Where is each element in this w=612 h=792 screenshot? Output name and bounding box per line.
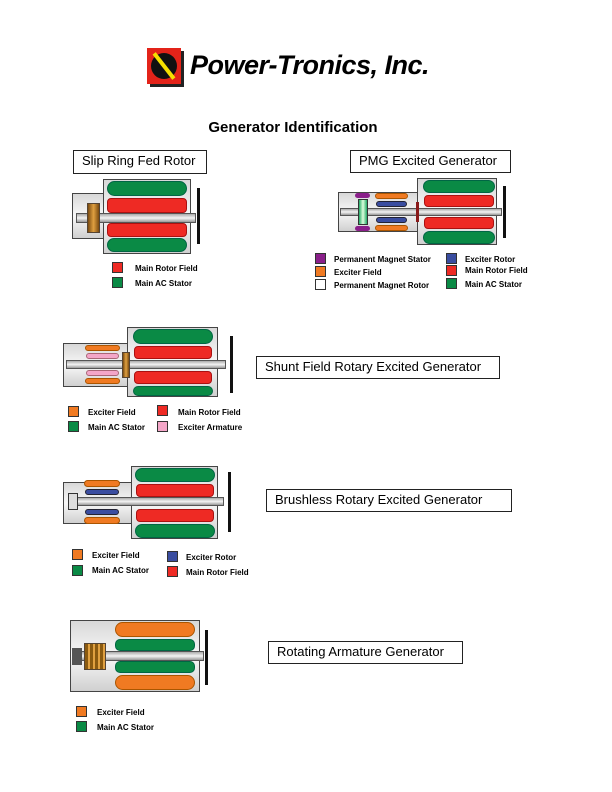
- legend-swatch: [315, 279, 326, 290]
- legend-swatch: [167, 551, 178, 562]
- legend-swatch: [72, 549, 83, 560]
- legend-label: Main Rotor Field: [135, 264, 198, 273]
- legend-swatch: [446, 253, 457, 264]
- legend-label: Main Rotor Field: [465, 266, 528, 275]
- legend-swatch: [446, 265, 457, 276]
- pmg-label: PMG Excited Generator: [350, 150, 511, 173]
- rotating-armature-label: Rotating Armature Generator: [268, 641, 463, 664]
- legend-label: Permanent Magnet Rotor: [334, 281, 430, 290]
- legend-swatch: [76, 706, 87, 717]
- legend-label: Main Rotor Field: [186, 568, 249, 577]
- legend-label: Main AC Stator: [135, 279, 193, 288]
- logo: Power-Tronics, Inc.: [147, 48, 447, 88]
- legend-label: Exciter Field: [88, 408, 136, 417]
- legend-label: Main AC Stator: [92, 566, 150, 575]
- legend-label: Exciter Field: [92, 551, 140, 560]
- legend-label: Permanent Magnet Stator: [334, 255, 431, 264]
- legend-label: Main Rotor Field: [178, 408, 241, 417]
- legend-swatch: [72, 565, 83, 576]
- legend-label: Main AC Stator: [97, 723, 155, 732]
- legend-swatch: [157, 421, 168, 432]
- legend-swatch: [76, 721, 87, 732]
- legend-swatch: [315, 253, 326, 264]
- page-title: Generator Identification: [208, 119, 378, 136]
- legend-label: Main AC Stator: [465, 280, 523, 289]
- logo-text: Power-Tronics, Inc.: [190, 50, 430, 80]
- legend-swatch: [157, 405, 168, 416]
- legend-label: Exciter Rotor: [186, 553, 237, 562]
- legend-label: Exciter Rotor: [465, 255, 516, 264]
- legend-label: Exciter Armature: [178, 423, 243, 432]
- legend-label: Exciter Field: [97, 708, 145, 717]
- shunt-label: Shunt Field Rotary Excited Generator: [256, 356, 500, 379]
- legend-swatch: [68, 406, 79, 417]
- legend-swatch: [68, 421, 79, 432]
- legend-swatch: [167, 566, 178, 577]
- logo-icon: [147, 48, 181, 84]
- legend-swatch: [315, 266, 326, 277]
- brushless-label: Brushless Rotary Excited Generator: [266, 489, 512, 512]
- slip-ring-label: Slip Ring Fed Rotor: [73, 150, 207, 174]
- legend-swatch: [112, 277, 123, 288]
- legend-label: Exciter Field: [334, 268, 382, 277]
- legend-label: Main AC Stator: [88, 423, 146, 432]
- legend-swatch: [112, 262, 123, 273]
- legend-swatch: [446, 278, 457, 289]
